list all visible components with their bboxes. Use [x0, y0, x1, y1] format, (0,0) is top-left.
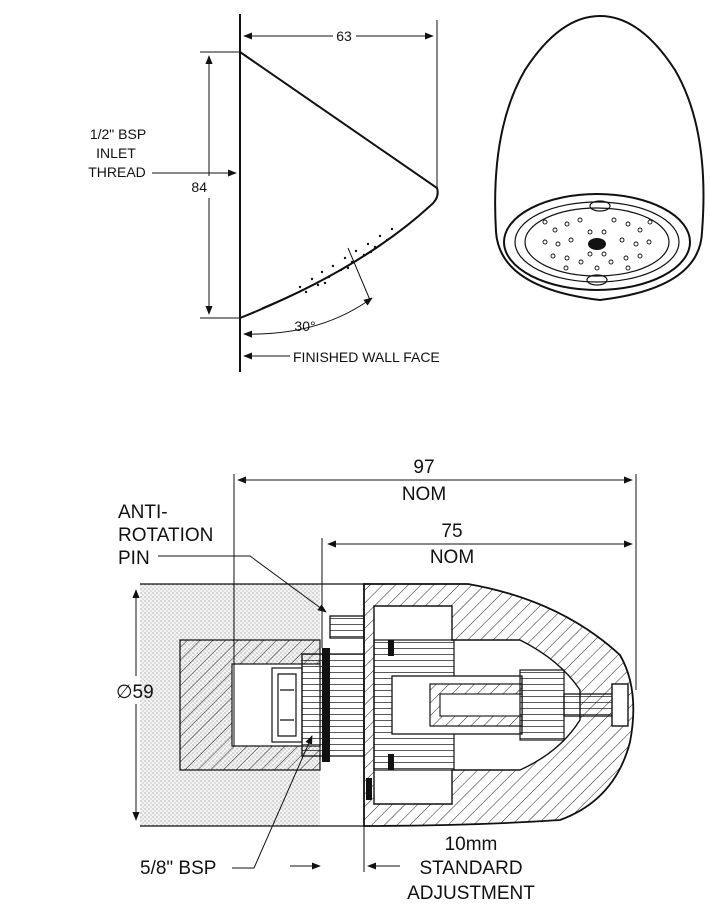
dim-97-value: 97 — [413, 457, 434, 478]
thread-label: 5/8" BSP — [140, 858, 216, 879]
inlet-insert — [271, 667, 303, 743]
cone-face-line — [261, 214, 421, 309]
valve-stem — [439, 693, 523, 717]
center-nozzle — [588, 238, 606, 250]
section-view: 97 NOM 75 NOM ANTI- ROTATION PIN ∅59 5/8… — [116, 457, 637, 904]
dim-75-unit: NOM — [430, 547, 474, 568]
showerhead-perspective — [494, 14, 705, 302]
bottom-screw — [586, 274, 608, 286]
inlet-label-line2: INLET — [96, 145, 136, 161]
pin-label-line3: PIN — [118, 548, 150, 569]
pin-leader — [158, 555, 327, 613]
spray-insert — [519, 669, 565, 741]
dim-97-unit: NOM — [402, 484, 446, 505]
anti-rotation-pin — [329, 615, 365, 639]
o-ring-bottom — [388, 754, 394, 770]
thread-leader — [232, 735, 313, 869]
spigot-flange — [322, 648, 330, 762]
pin-label-line1: ANTI- — [118, 502, 168, 523]
dim-84-label: 84 — [191, 179, 207, 195]
inlet-label-line1: 1/2" BSP — [90, 126, 146, 142]
o-ring-top — [388, 640, 394, 656]
face-ring-outer — [503, 193, 691, 291]
dim-75-value: 75 — [441, 521, 462, 542]
seal-bottom — [366, 778, 372, 800]
dim-63-label: 63 — [336, 28, 352, 44]
angle-arc — [243, 297, 373, 338]
spray-holes — [298, 227, 394, 294]
wall-face-label: FINISHED WALL FACE — [293, 349, 440, 365]
diameter-label: ∅59 — [116, 682, 154, 703]
face-ring-middle — [514, 201, 680, 283]
inlet-label-line3: THREAD — [88, 164, 146, 180]
angle-ref-line — [347, 247, 371, 301]
insert-detail — [277, 673, 297, 737]
adjust-label-line3: ADJUSTMENT — [407, 883, 535, 904]
angle-label: 30° — [294, 318, 315, 334]
pin-label-line2: ROTATION — [118, 525, 213, 546]
adjust-label-line1: 10mm — [445, 834, 498, 855]
nozzle-holes — [542, 217, 653, 271]
side-view: 63 84 1/2" BSP INLET THREAD 30° FINISHED… — [88, 14, 440, 372]
face-plate — [611, 683, 629, 727]
adjust-label-line2: STANDARD — [419, 858, 522, 879]
face-ring-inner — [524, 207, 670, 277]
dome-bottom — [495, 231, 703, 302]
top-screw — [589, 200, 611, 212]
cone-outline — [239, 51, 439, 319]
dome-outline — [494, 14, 705, 233]
threaded-spigot — [301, 653, 365, 757]
adjuster-screw — [563, 693, 615, 717]
